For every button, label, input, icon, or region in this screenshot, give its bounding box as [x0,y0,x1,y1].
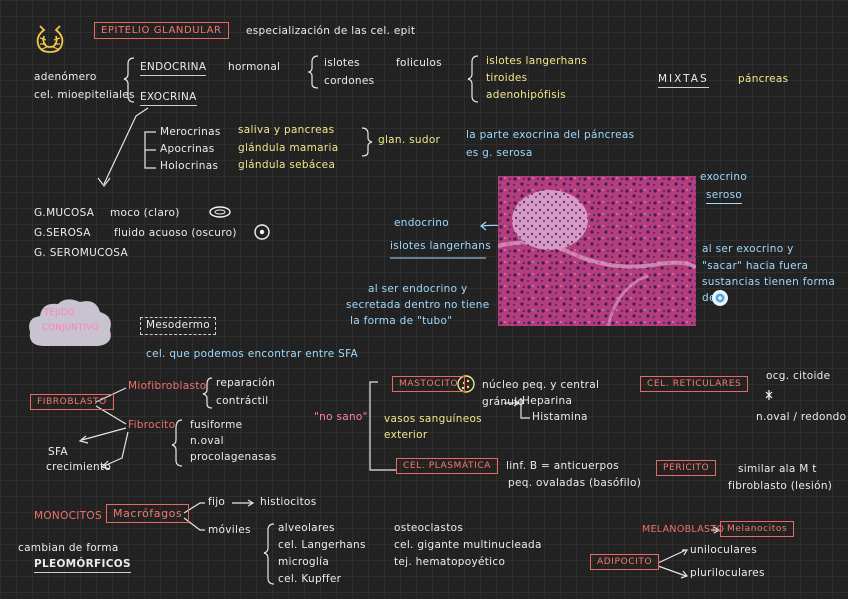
histiocitos-label: histiocitos [260,496,317,508]
cloud-title-2: CONJUNTIVO [42,323,100,333]
hormonal-label: hormonal [228,61,281,73]
linf-b-label: linf. B = anticuerpos [506,460,619,472]
sfa-label: SFA [48,446,68,458]
pancreas-label: páncreas [738,73,789,85]
gland-mucosa-desc: moco (claro) [110,207,180,219]
vasos-line1: vasos sanguíneos [384,413,482,425]
seroso-label: seroso [706,189,743,204]
endocrina-label: ENDOCRINA [140,61,207,76]
fijo-label: fijo [208,496,226,508]
example-saliva: saliva y pancreas [238,124,335,136]
heparina-label: Heparina [522,395,573,407]
example-sebacea: glándula sebácea [238,159,336,171]
cel-que-label: cel. que podemos encontrar entre SFA [146,348,358,360]
fibrocito-label: Fibrocito [128,419,176,431]
fibrocito-prop-2: procolagenasas [190,451,277,463]
gland-mucosa-name: G.MUCOSA [34,207,95,219]
list-right-2: adenohipófisis [486,89,566,101]
fibrocito-prop-0: fusiforme [190,419,243,431]
fibrocito-prop-1: n.oval [190,435,224,447]
example-mamaria: glándula mamaria [238,142,339,154]
pericito-desc-1: similar ala M t [738,463,817,475]
adipocito-type-0: uniloculares [690,544,757,556]
miofib-prop-0: reparación [216,377,276,389]
parte-exocrina-line1: la parte exocrina del páncreas [466,129,635,141]
moviles-b-2: tej. hematopoyético [394,556,506,568]
list-right-0: islotes langerhans [486,55,587,67]
al-ser-exocrino-3: sustancias tienen forma [702,276,836,288]
mesodermo-label: Mesodermo [140,317,217,335]
cordones-label: cordones [324,75,375,87]
cel-mioepiteliales: cel. mioepiteliales [34,89,135,101]
parte-exocrina-line2: es g. serosa [466,147,533,159]
adenomero: adenómero [34,71,97,83]
moviles-a-1: cel. Langerhans [278,539,366,551]
mastocito-desc: núcleo peq. y central [482,379,600,391]
moviles-b-0: osteoclastos [394,522,464,534]
moviles-a-0: alveolares [278,522,335,534]
islotes-label: islotes [324,57,360,69]
cloud-shape [29,299,111,346]
vasos-line2: exterior [384,429,428,441]
granulo-label: gránulo [482,396,525,408]
monocitos-label: MONOCITOS [34,510,102,522]
peq-ovaladas-label: peq. ovaladas (basófilo) [508,477,642,489]
pericito-desc-2: fibroblasto (lesión) [728,480,833,492]
melanoblasto-label: MELANOBLASTO [642,524,725,535]
miofib-prop-1: contráctil [216,395,269,407]
adipocito-box: ADIPOCITO [590,554,660,570]
cel-reticulares-box: CEL. RETICULARES [640,376,749,392]
crecimiento-label: crecimiento [46,461,112,473]
al-ser-endocrino-1: al ser endocrino y [368,283,468,295]
gland-serosa-name: G.SEROSA [34,227,91,239]
secretion-holocrinas: Holocrinas [160,160,219,172]
no-sano-label: "no sano" [314,411,368,423]
foliculos-label: foliculos [396,57,442,69]
histamina-label: Histamina [532,411,588,423]
list-right-1: tiroides [486,72,528,84]
endocrino-label: endocrino [394,217,449,229]
glan-sudor: glan. sudor [378,134,441,146]
secretion-merocrinas: Merocrinas [160,126,221,138]
secretion-apocrinas: Apocrinas [160,143,215,155]
mixtas-label: MIXTAS [658,73,709,88]
exocrino-label: exocrino [700,171,748,183]
al-ser-exocrino-4: de [702,292,716,304]
moviles-label: móviles [208,524,251,536]
gland-seromucosa-name: G. SEROMUCOSA [34,247,128,259]
al-ser-endocrino-3: la forma de "tubo" [350,315,453,327]
al-ser-exocrino-2: "sacar" hacia fuera [702,260,809,272]
moviles-a-3: cel. Kupffer [278,573,342,585]
reticulares-prop-0: ocg. citoide [766,370,831,382]
miofibroblasto-label: Miofibroblasto [128,380,207,392]
gland-serosa-desc: fluido acuoso (oscuro) [114,227,237,239]
al-ser-endocrino-2: secretada dentro no tiene [346,299,490,311]
pleomorficos-label: PLEOMÓRFICOS [34,558,131,573]
macrofagos-box: Macrófagos [106,504,190,523]
islotes-langerhans-label: islotes langerhans [390,240,491,252]
moviles-b-1: cel. gigante multinucleada [394,539,542,551]
cambian-label: cambian de forma [18,542,119,554]
epitelio-subtitle: especialización de las cel. epit [246,25,416,37]
cloud-title-1: TEJIDO [44,308,75,318]
melanocitos-box: Melanocitos [720,521,795,537]
exocrina-label: EXOCRINA [140,91,197,106]
cel-plasmatica-box: CEL. PLASMÁTICA [396,458,499,474]
moviles-a-2: microglía [278,556,330,568]
pericito-box: PERICITO [656,460,717,476]
reticulares-prop-1: n.oval / redondo [756,411,847,423]
al-ser-exocrino-1: al ser exocrino y [702,243,794,255]
mastocito-box: MASTOCITO [392,376,466,392]
adipocito-type-1: pluriloculares [690,567,765,579]
pancreas-micrograph [498,176,696,326]
fibroblasto-box: FIBROBLASTO [30,394,114,410]
epitelio-title: EPITELIO GLANDULAR [94,22,229,39]
